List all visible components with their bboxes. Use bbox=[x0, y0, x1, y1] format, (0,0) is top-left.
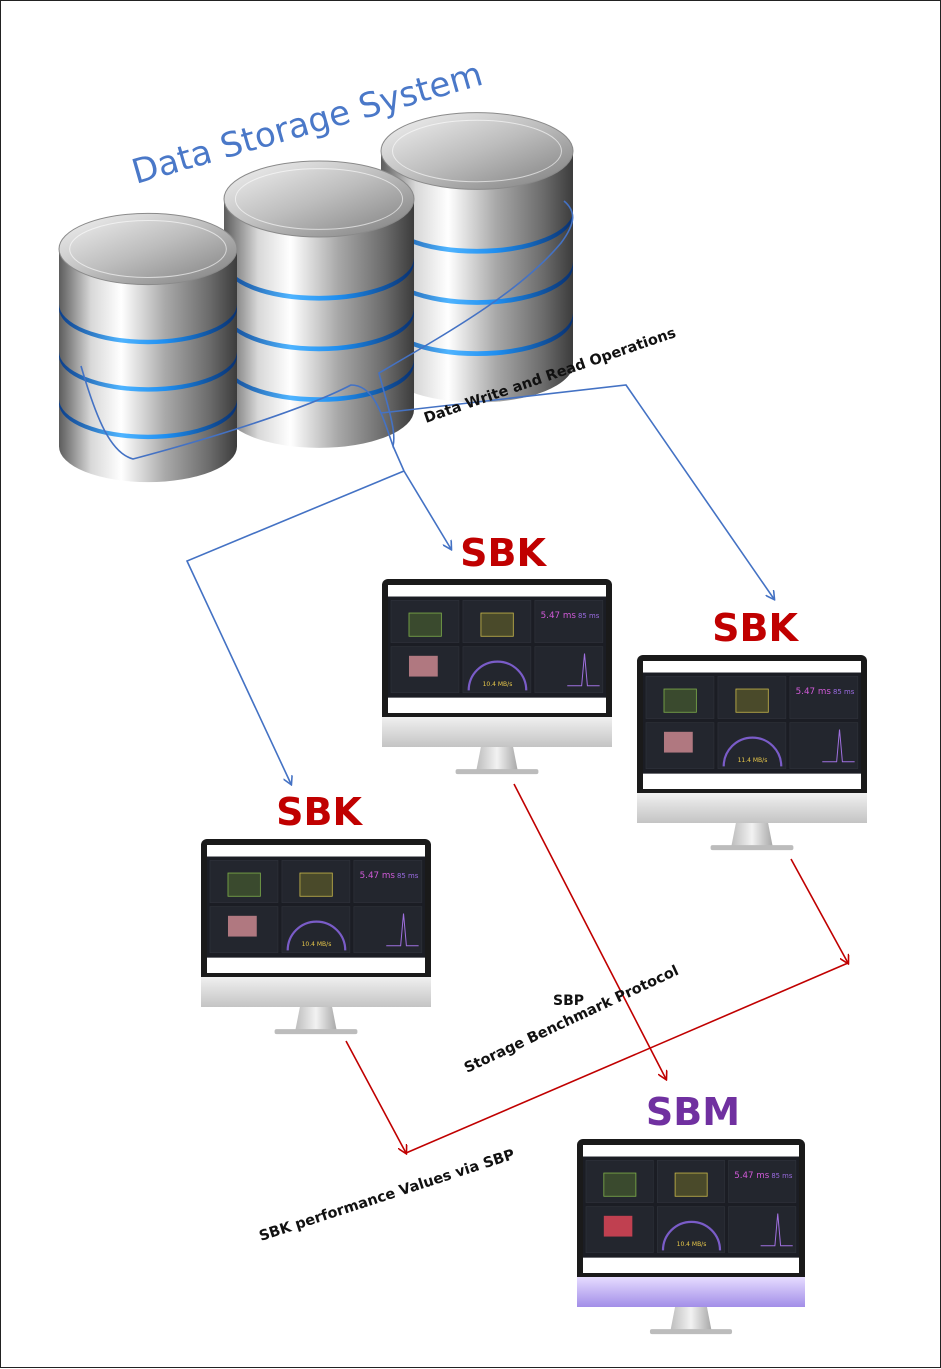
database-stack-left bbox=[59, 213, 237, 482]
sbk-right-title: SBK bbox=[712, 606, 799, 650]
gauge-readout: 10.4 MB/s bbox=[483, 681, 513, 688]
monitor-base bbox=[275, 1029, 358, 1034]
dashboard-panel bbox=[729, 1160, 796, 1202]
monitor-chin bbox=[577, 1277, 805, 1307]
throughput-chart bbox=[736, 689, 768, 712]
disk-top bbox=[381, 113, 573, 190]
max-latency-readout: 85 ms bbox=[771, 1172, 793, 1180]
throughput-chart bbox=[664, 689, 696, 712]
gauge-readout: 10.4 MB/s bbox=[677, 1241, 707, 1248]
monitor-chin bbox=[382, 717, 612, 747]
dashboard-header bbox=[643, 661, 861, 673]
monitor-base bbox=[711, 845, 794, 850]
max-latency-readout: 85 ms bbox=[833, 688, 855, 696]
avg-latency-readout: 5.47 ms bbox=[360, 871, 396, 881]
dashboard-header bbox=[583, 1145, 799, 1157]
monitor-stand bbox=[476, 747, 517, 770]
monitor-stand bbox=[731, 823, 772, 846]
throughput-chart bbox=[300, 873, 332, 896]
max-latency-readout: 85 ms bbox=[578, 612, 600, 620]
throughput-chart bbox=[228, 873, 260, 896]
dashboard-panel bbox=[354, 860, 422, 902]
dashboard-footer bbox=[207, 958, 425, 973]
dashboard-footer bbox=[643, 774, 861, 789]
latency-histogram bbox=[409, 656, 438, 677]
monitor-base bbox=[456, 769, 539, 774]
arrow-to-sbk-top bbox=[393, 446, 451, 549]
disk-top bbox=[59, 213, 237, 284]
throughput-chart bbox=[675, 1173, 707, 1196]
dashboard-footer bbox=[388, 698, 606, 713]
avg-latency-readout: 5.47 ms bbox=[796, 687, 832, 697]
monitor-stand bbox=[295, 1007, 336, 1030]
database-stack-middle bbox=[224, 161, 414, 448]
dashboard-panel bbox=[790, 676, 858, 718]
throughput-chart bbox=[604, 1173, 636, 1196]
latency-histogram bbox=[604, 1216, 633, 1237]
monitor-chin bbox=[637, 793, 867, 823]
sbk-top-title: SBK bbox=[460, 531, 547, 575]
latency-histogram bbox=[228, 916, 257, 937]
max-latency-readout: 85 ms bbox=[397, 872, 419, 880]
gauge-readout: 10.4 MB/s bbox=[302, 941, 332, 948]
dashboard-header bbox=[388, 585, 606, 597]
avg-latency-readout: 5.47 ms bbox=[734, 1171, 769, 1181]
latency-histogram bbox=[664, 732, 693, 753]
label-sbp-long: Storage Benchmark Protocol bbox=[462, 963, 681, 1077]
dashboard-header bbox=[207, 845, 425, 857]
dashboard-footer bbox=[583, 1258, 799, 1273]
gauge-readout: 11.4 MB/s bbox=[738, 757, 768, 764]
avg-latency-readout: 5.47 ms bbox=[541, 611, 577, 621]
throughput-chart bbox=[409, 613, 441, 636]
monitor-chin bbox=[201, 977, 431, 1007]
arrow-to-sbk-left bbox=[187, 471, 404, 784]
monitor-base bbox=[650, 1329, 732, 1334]
sbm-title: SBM bbox=[646, 1090, 740, 1134]
throughput-chart bbox=[481, 613, 513, 636]
arrow-sbk-left-to-join bbox=[346, 1041, 406, 1153]
label-perf-values: SBK performance Values via SBP bbox=[257, 1147, 517, 1245]
arrow-sbk-right-to-join bbox=[791, 859, 848, 963]
disk-top bbox=[224, 161, 414, 237]
sbk-left-title: SBK bbox=[276, 790, 363, 834]
dashboard-panel bbox=[535, 600, 603, 642]
monitor-stand bbox=[670, 1307, 711, 1330]
